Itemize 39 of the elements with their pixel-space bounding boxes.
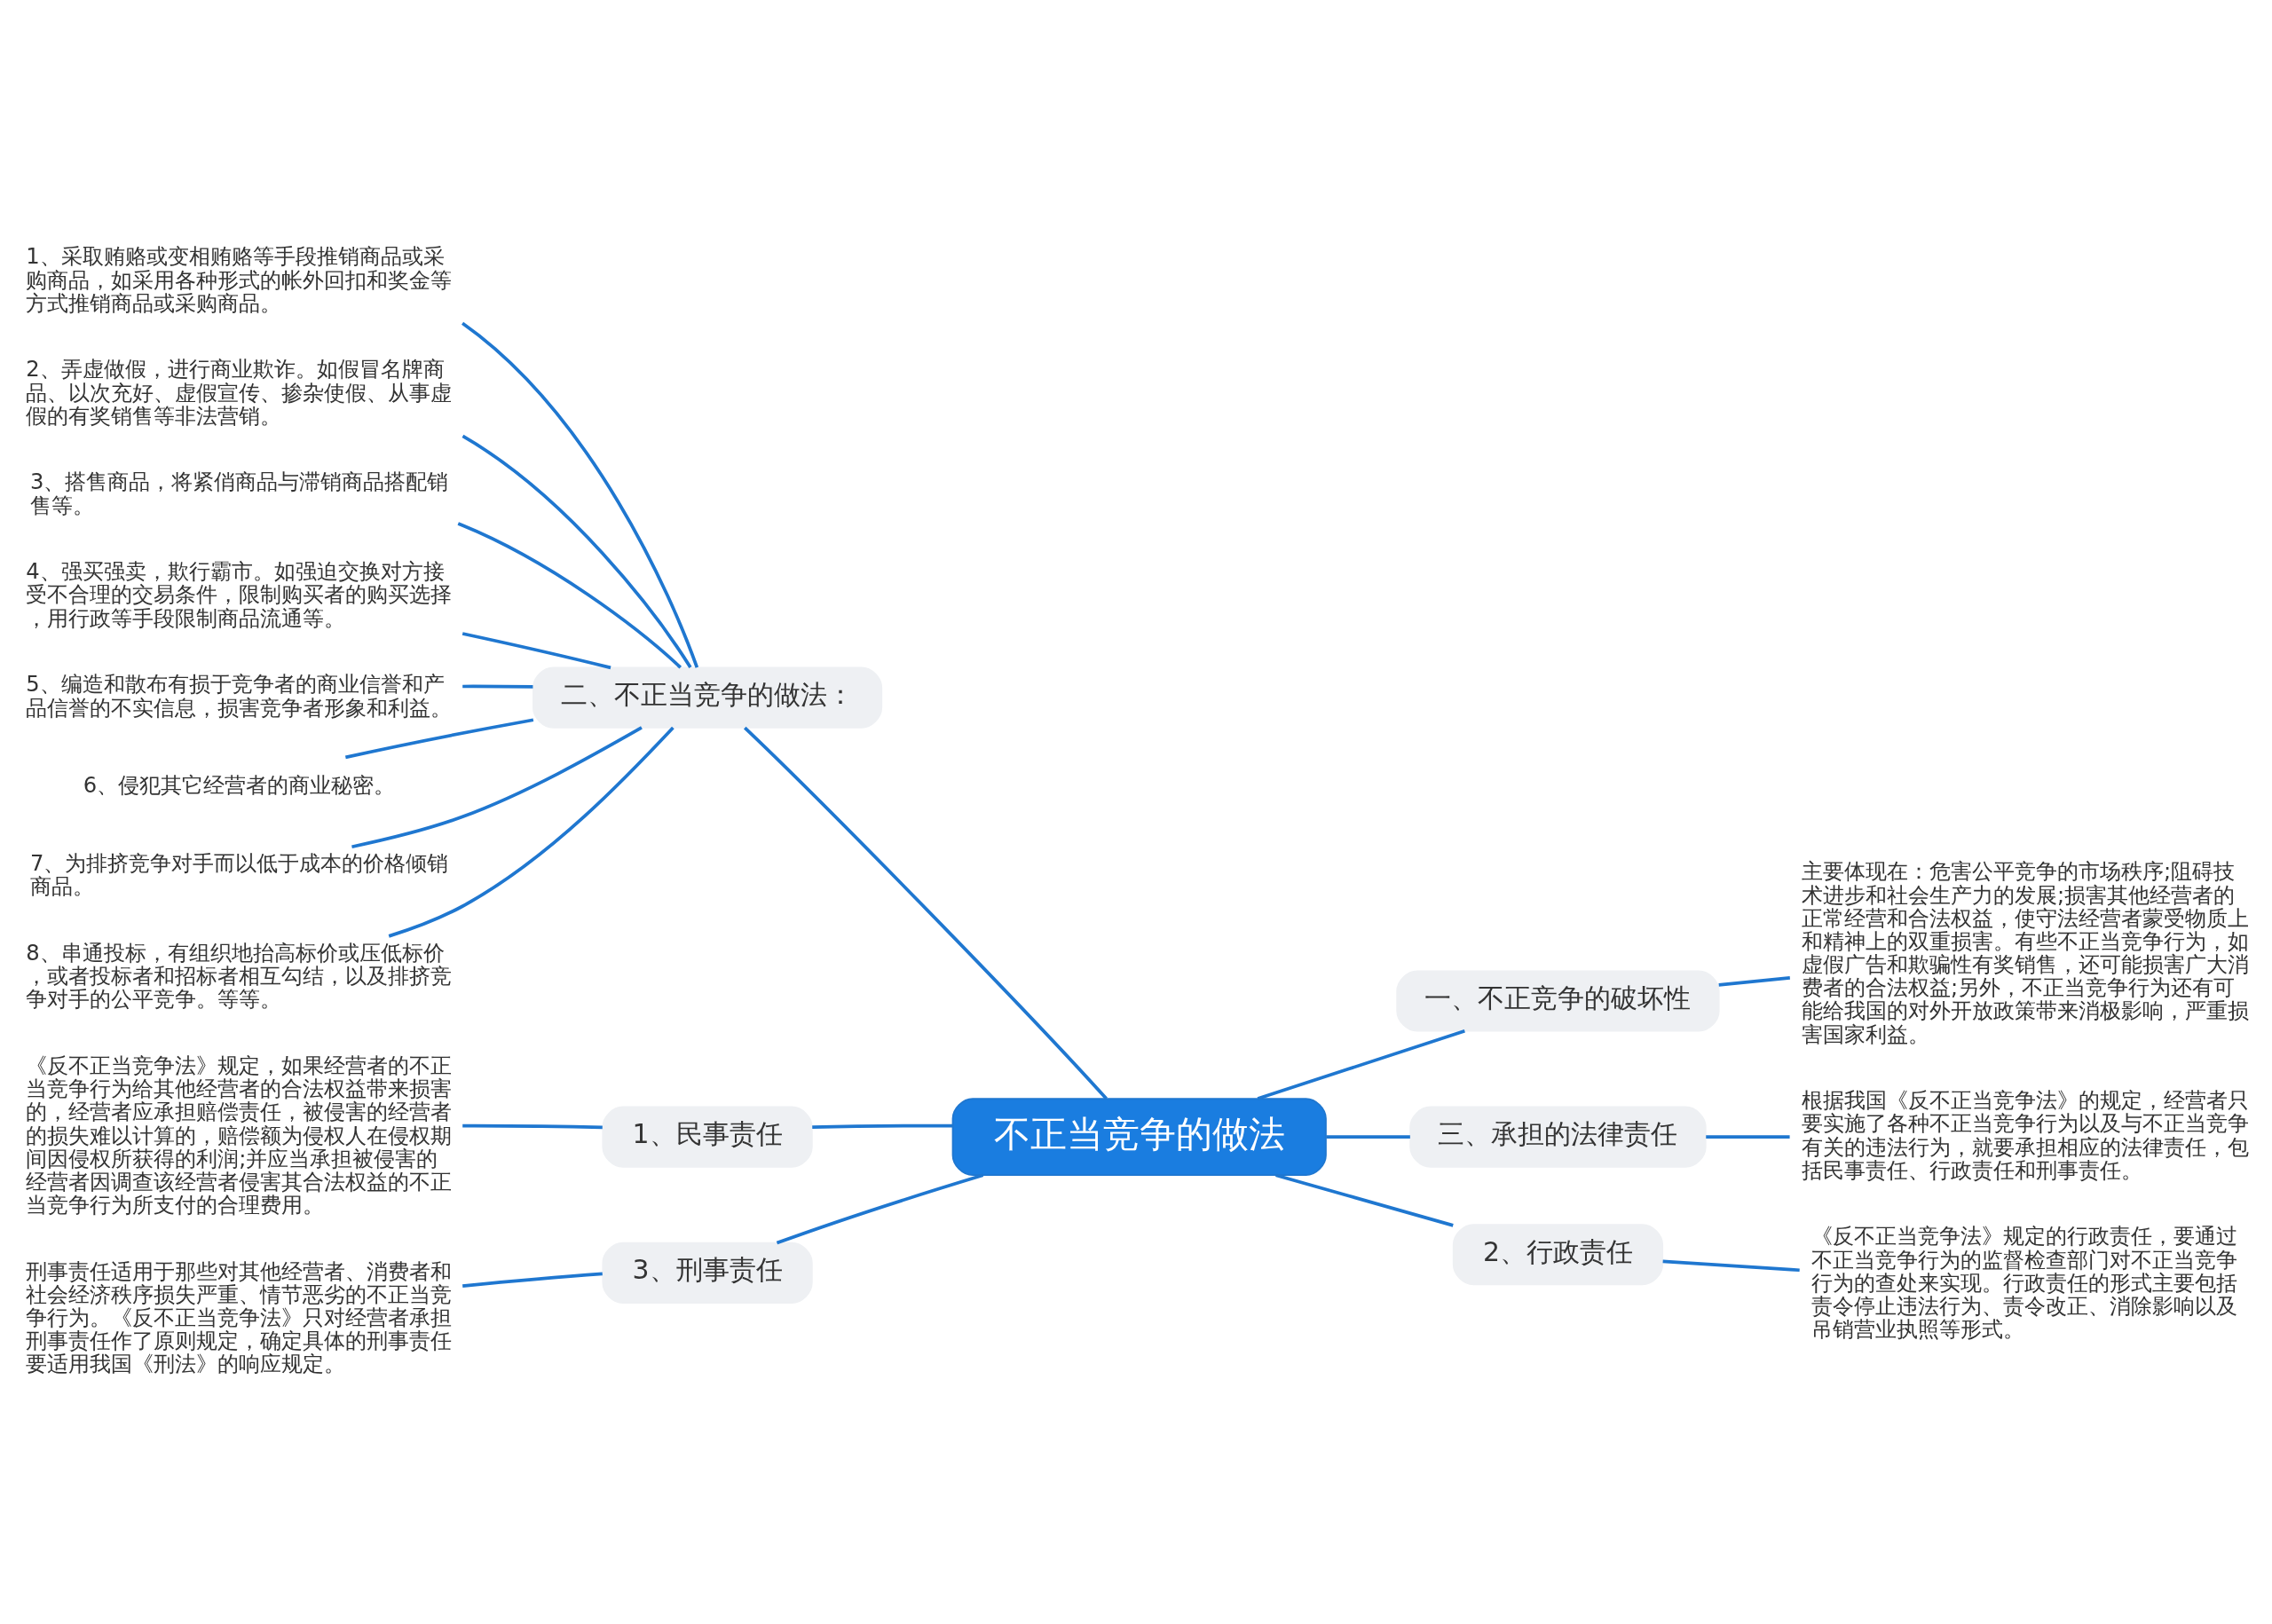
connector [462, 1123, 603, 1130]
node-text: 1、采取贿赂或变相贿赂等手段推销商品或采购商品，如采用各种形式的帐外回扣和奖金等方式推销商品或采购商品。 [26, 243, 453, 316]
connector [1275, 1173, 1454, 1227]
connector [351, 726, 643, 849]
node-box: 不正当竞争的做法 [951, 1098, 1327, 1177]
node-text: 7、为排挤竞争对手而以低于成本的价格倾销商品。 [29, 850, 449, 900]
node-text: 根据我国《反不正当竞争法》的规定，经营者只要实施了各种不正当竞争行为以及与不正当竞争有关的违法行为，就要承担相应的法律责任，包括民事责任、行政责任和刑事责任。 [1802, 1087, 2250, 1183]
node-box: 2、行政责任 [1452, 1224, 1664, 1286]
connector [812, 1123, 953, 1130]
connector [1326, 1135, 1410, 1139]
connector [776, 1173, 984, 1245]
node-box: 三、承担的法律责任 [1409, 1106, 1707, 1168]
connector [1706, 1135, 1790, 1139]
node-text: 5、编造和散布有损于竞争者的商业信誉和产品信誉的不实信息，损害竞争者形象和利益。 [26, 671, 453, 721]
connector [462, 684, 533, 689]
node-text: 《反不正当竞争法》规定的行政责任，要通过不正当竞争行为的监督检查部门对不正当竞争行为的查处来实现。行政责任的形式主要包括责令停止违法行为、责令改正、消除影响以及吊销营业执照等形式。 [1811, 1223, 2238, 1343]
node-text: 2、弄虚做假，进行商业欺诈。如假冒名牌商品、以次充好、虚假宣传、掺杂使假、从事虚假的有奖销售等非法营销。 [26, 356, 453, 429]
node-box: 一、不正竞争的破坏性 [1396, 970, 1720, 1032]
connector [462, 434, 692, 669]
node-box: 3、刑事责任 [602, 1242, 813, 1304]
connector [461, 321, 699, 668]
connector [388, 726, 674, 938]
connector [457, 522, 682, 669]
connector [344, 718, 534, 760]
node-text: 8、串通投标，有组织地抬高标价或压低标价，或者投标者和招标者相互勾结，以及排挤竞争对手的公平竞争。等等。 [26, 940, 453, 1013]
connector [1257, 1029, 1465, 1100]
node-text: 4、强买强卖，欺行霸市。如强迫交换对方接受不合理的交易条件，限制购买者的购买选择，用行政等手段限制商品流通等。 [26, 558, 453, 631]
node-box: 二、不正当竞争的做法： [532, 666, 883, 729]
connector [462, 1272, 603, 1288]
node-text: 3、搭售商品，将紧俏商品与滞销商品搭配销售等。 [29, 469, 449, 518]
node-text: 6、侵犯其它经营者的商业秘密。 [83, 772, 396, 799]
connector [743, 726, 1108, 1100]
node-text: 主要体现在：危害公平竞争的市场秩序;阻碍技术进步和社会生产力的发展;损害其他经营者的正常经营和合法权益，使守法经营者蒙受物质上和精神上的双重损害。有些不正当竞争行为，如虚假广告和欺骗性有奖销售，还可能损害广大消费者的合法权益;另外，不正当竞争行为还有可能给我国的对外开放政策带来消极影响，严重损害国家利益。 [1802, 858, 2250, 1047]
node-text: 《反不正当竞争法》规定，如果经营者的不正当竞争行为给其他经营者的合法权益带来损害的，经营者应承担赔偿责任，被侵害的经营者的损失难以计算的，赔偿额为侵权人在侵权期间因侵权所获得的利润;并应当承担被侵害的经营者因调查该经营者侵害其合法权益的不正当竞争行为所支付的合理费用。 [26, 1052, 453, 1218]
connector [462, 632, 611, 670]
connector [1662, 1259, 1800, 1273]
connector [1718, 976, 1790, 987]
node-text: 刑事责任适用于那些对其他经营者、消费者和社会经济秩序损失严重、情节恶劣的不正当竞争行为。《反不正当竞争法》只对经营者承担刑事责任作了原则规定，确定具体的刑事责任要适用我国《刑法》的响应规定。 [26, 1257, 453, 1377]
node-box: 1、民事责任 [602, 1106, 813, 1168]
